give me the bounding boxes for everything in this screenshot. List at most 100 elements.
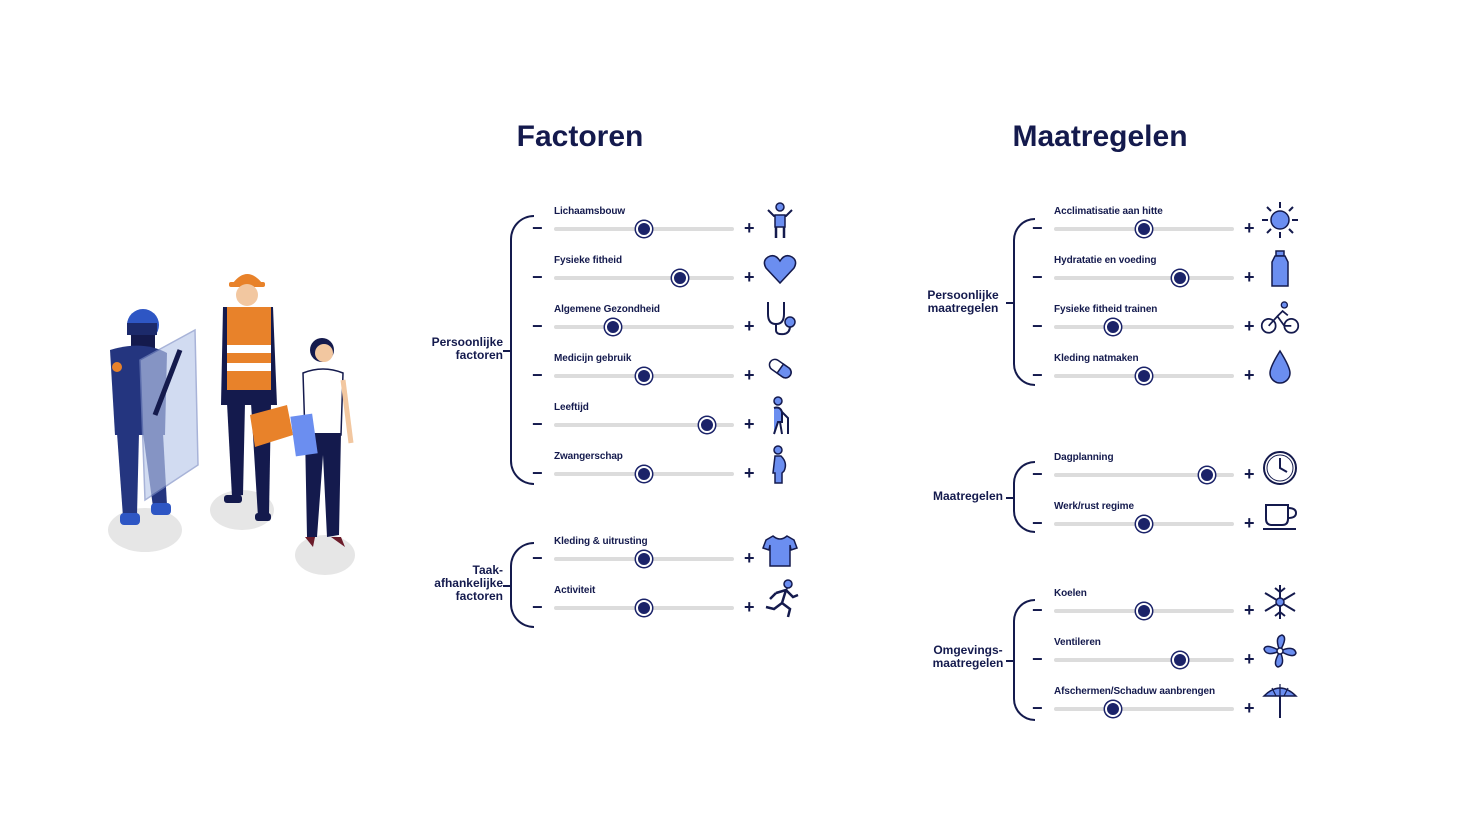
slider-label: Algemene Gezondheid	[554, 304, 660, 315]
slider-track[interactable]	[1054, 221, 1234, 237]
slider-track[interactable]	[554, 600, 734, 616]
plus-sign: +	[744, 597, 755, 617]
plus-sign: +	[744, 463, 755, 483]
slider-label: Afschermen/Schaduw aanbrengen	[1054, 686, 1216, 697]
slider-label: Zwangerschap	[554, 451, 623, 462]
minus-sign: −	[532, 218, 543, 238]
minus-sign: −	[1032, 218, 1043, 238]
measure-row-dagplanning: Dagplanning − +	[1032, 451, 1338, 498]
slider-track[interactable]	[554, 221, 734, 237]
plus-sign: +	[1244, 218, 1255, 238]
slider-thumb[interactable]	[636, 466, 652, 482]
plus-sign: +	[1244, 316, 1255, 336]
slider-thumb[interactable]	[1199, 467, 1215, 483]
cyclist-icon	[1260, 298, 1300, 338]
slider-thumb[interactable]	[636, 551, 652, 567]
group-bracket	[1006, 218, 1035, 386]
slider-track[interactable]	[554, 319, 734, 335]
slider-thumb[interactable]	[672, 270, 688, 286]
minus-sign: −	[532, 267, 543, 287]
fan-icon	[1260, 631, 1300, 671]
slider-thumb[interactable]	[1136, 603, 1152, 619]
slider-track[interactable]	[1054, 319, 1234, 335]
minus-sign: −	[1032, 316, 1043, 336]
stethoscope-icon	[760, 298, 800, 338]
minus-sign: −	[1032, 464, 1043, 484]
slider-track[interactable]	[1054, 467, 1234, 483]
factor-row-medicijn-gebruik: Medicijn gebruik − +	[532, 353, 838, 399]
tshirt-icon	[760, 530, 800, 570]
plus-sign: +	[744, 316, 755, 336]
measure-row-fitheid-trainen: Fysieke fitheid trainen − +	[1032, 301, 1338, 350]
slider-label: Kleding & uitrusting	[554, 536, 648, 547]
plus-sign: +	[744, 548, 755, 568]
slider-thumb[interactable]	[1172, 652, 1188, 668]
slider-track[interactable]	[554, 466, 734, 482]
measure-row-afschermen: Afschermen/Schaduw aanbrengen − +	[1032, 684, 1338, 732]
slider-thumb[interactable]	[636, 600, 652, 616]
measure-row-ventileren: Ventileren − +	[1032, 634, 1338, 683]
coffee-cup-icon	[1260, 495, 1300, 535]
slider-label: Kleding natmaken	[1054, 353, 1139, 364]
slider-track[interactable]	[1054, 652, 1234, 668]
slider-thumb[interactable]	[1172, 270, 1188, 286]
minus-sign: −	[532, 548, 543, 568]
woman-figure	[290, 338, 354, 547]
measure-row-hydratatie: Hydratatie en voeding − +	[1032, 250, 1338, 301]
factor-row-algemene-gezondheid: Algemene Gezondheid − +	[532, 302, 838, 350]
clock-icon	[1260, 446, 1300, 486]
slider-track[interactable]	[554, 417, 734, 433]
slider-thumb[interactable]	[1136, 516, 1152, 532]
plus-sign: +	[1244, 649, 1255, 669]
plus-sign: +	[1244, 600, 1255, 620]
factor-row-activiteit: Activiteit − +	[532, 579, 838, 631]
slider-track[interactable]	[554, 368, 734, 384]
minus-sign: −	[1032, 513, 1043, 533]
slider-track[interactable]	[554, 270, 734, 286]
heart-icon	[760, 249, 800, 289]
slider-track[interactable]	[1054, 270, 1234, 286]
slider-thumb[interactable]	[1136, 221, 1152, 237]
factor-row-lichaamsbouw: Lichaamsbouw − +	[532, 202, 838, 252]
plus-sign: +	[1244, 267, 1255, 287]
slider-thumb[interactable]	[699, 417, 715, 433]
elderly-person-icon	[760, 396, 800, 436]
slider-label: Dagplanning	[1054, 452, 1114, 463]
slider-track[interactable]	[1054, 516, 1234, 532]
minus-sign: −	[532, 316, 543, 336]
minus-sign: −	[532, 597, 543, 617]
sun-icon	[1260, 200, 1300, 240]
maatregelen-title: Maatregelen	[1012, 120, 1188, 153]
slider-label: Hydratatie en voeding	[1054, 255, 1157, 266]
group-label-omgevingsmaatregelen: Omgevings- maatregelen	[932, 643, 1004, 670]
minus-sign: −	[1032, 267, 1043, 287]
bottle-icon	[1260, 249, 1300, 289]
slider-track[interactable]	[1054, 603, 1234, 619]
minus-sign: −	[1032, 649, 1043, 669]
slider-thumb[interactable]	[1136, 368, 1152, 384]
water-drop-icon	[1260, 347, 1300, 387]
minus-sign: −	[1032, 600, 1043, 620]
construction-worker-figure	[221, 274, 293, 521]
slider-label: Ventileren	[1054, 637, 1101, 648]
minus-sign: −	[532, 365, 543, 385]
slider-label: Koelen	[1054, 588, 1087, 599]
measure-row-werk-rust-regime: Werk/rust regime − +	[1032, 501, 1338, 547]
slider-track[interactable]	[554, 551, 734, 567]
slider-thumb[interactable]	[636, 368, 652, 384]
slider-thumb[interactable]	[636, 221, 652, 237]
slider-label: Fysieke fitheid trainen	[1054, 304, 1158, 315]
slider-track[interactable]	[1054, 701, 1234, 717]
slider-track[interactable]	[1054, 368, 1234, 384]
slider-label: Lichaamsbouw	[554, 206, 626, 217]
slider-thumb[interactable]	[1105, 701, 1122, 717]
slider-thumb[interactable]	[605, 319, 622, 335]
umbrella-icon	[1260, 680, 1300, 720]
measure-row-acclimatisatie: Acclimatisatie aan hitte − +	[1032, 202, 1338, 252]
plus-sign: +	[1244, 698, 1255, 718]
plus-sign: +	[744, 414, 755, 434]
minus-sign: −	[532, 463, 543, 483]
slider-thumb[interactable]	[1105, 319, 1122, 335]
factor-row-zwangerschap: Zwangerschap − +	[532, 445, 838, 497]
slider-label: Fysieke fitheid	[554, 255, 622, 266]
